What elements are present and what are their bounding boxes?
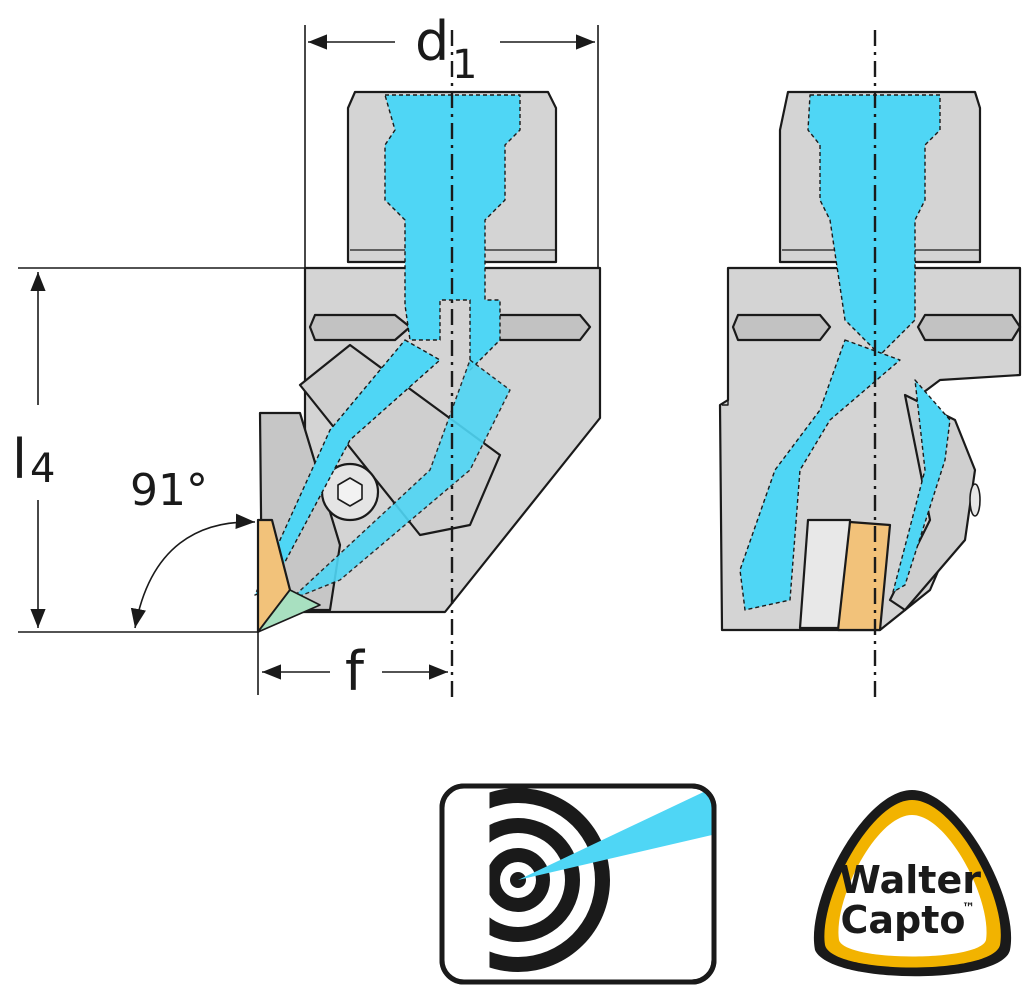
dim-f (257, 632, 448, 695)
d1-label: d (415, 10, 449, 73)
hex-socket-icon (337, 477, 363, 507)
l4-subscript: 4 (30, 446, 55, 492)
right-slot-1 (731, 313, 832, 342)
l4-label: l (12, 428, 27, 491)
dim-angle (130, 513, 256, 629)
dim-l4 (18, 267, 305, 633)
right-insert-gold (836, 520, 892, 632)
left-view (254, 90, 602, 634)
d1-subscript: 1 (452, 42, 477, 88)
right-view (718, 90, 1022, 632)
f-label: f (345, 640, 366, 703)
left-slot-1 (308, 313, 412, 342)
right-clamp (888, 393, 977, 612)
left-coolant-channel (254, 94, 521, 601)
coolant-target-icon (439, 783, 717, 985)
right-slot-2 (916, 313, 1022, 342)
angle-label: 91° (130, 465, 208, 516)
capto-tm: ™ (962, 901, 975, 916)
walter-capto-logo: Walter Capto ™ (813, 790, 1012, 977)
capto-line2: Capto (840, 898, 965, 942)
left-slot-2 (488, 313, 592, 342)
capto-line1: Walter (839, 858, 981, 902)
dim-d1 (304, 25, 599, 268)
